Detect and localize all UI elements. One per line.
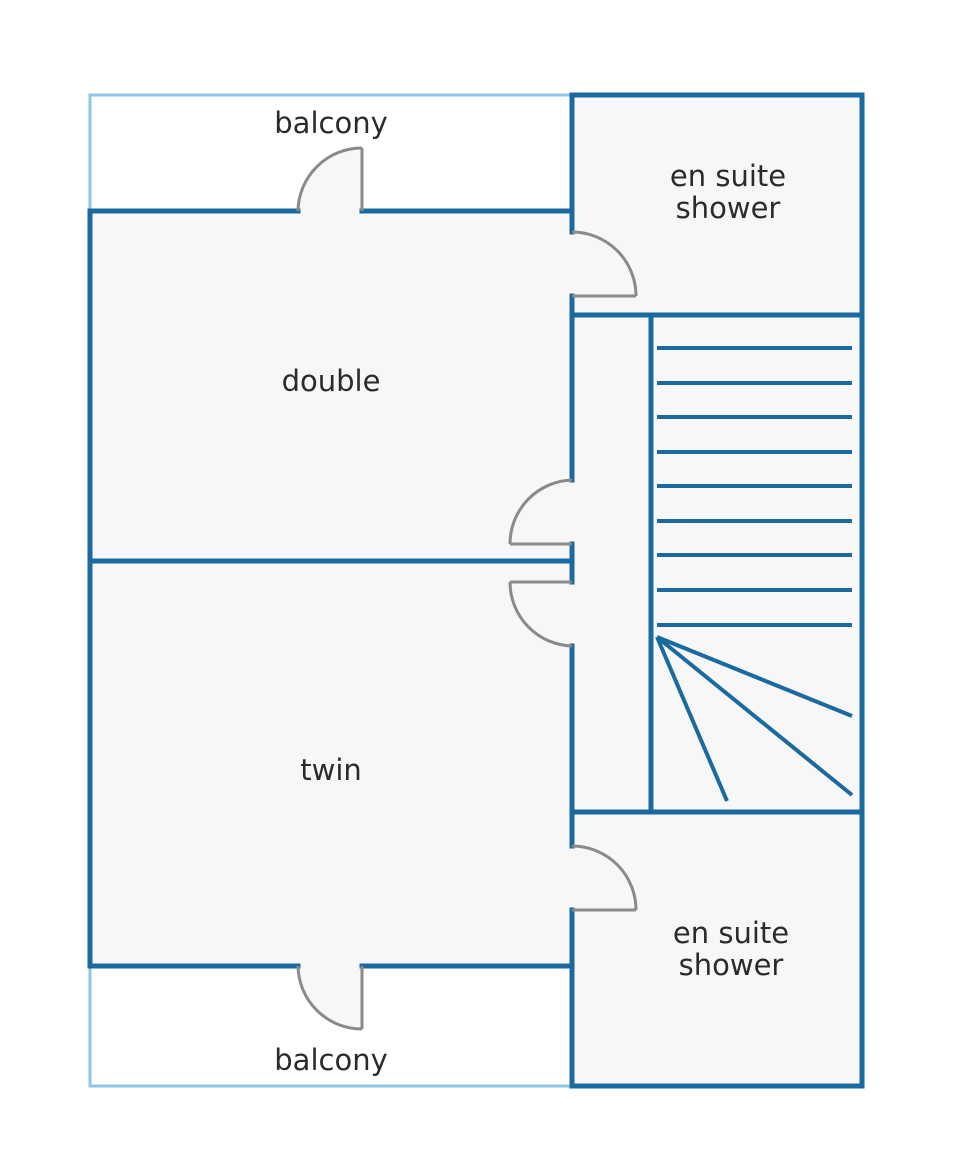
twin-room-floor — [90, 561, 572, 966]
ensuite-top-label-line2: shower — [676, 191, 781, 225]
double-room-label: double — [282, 364, 381, 398]
staircase — [655, 346, 854, 802]
balcony-top-label: balcony — [274, 106, 387, 140]
doors — [296, 146, 638, 1031]
door-twin-hall — [508, 580, 573, 648]
walls — [87, 92, 865, 1089]
ensuite-bottom-floor — [572, 812, 862, 1086]
ensuite-bottom-label-line2: shower — [679, 948, 784, 982]
door-balcony-top — [296, 146, 364, 212]
twin-room-label: twin — [300, 753, 362, 787]
door-double-hall — [508, 478, 573, 546]
door-ensuite-top — [571, 230, 638, 298]
door-balcony-bottom — [296, 965, 364, 1031]
ensuite-bottom-label-line1: en suite — [673, 916, 789, 950]
door-ensuite-bottom — [571, 844, 638, 912]
double-room-floor — [90, 211, 572, 561]
balcony-bottom-label: balcony — [274, 1043, 387, 1077]
stair-hall-floor — [572, 315, 862, 812]
ensuite-top-label-line1: en suite — [670, 159, 786, 193]
